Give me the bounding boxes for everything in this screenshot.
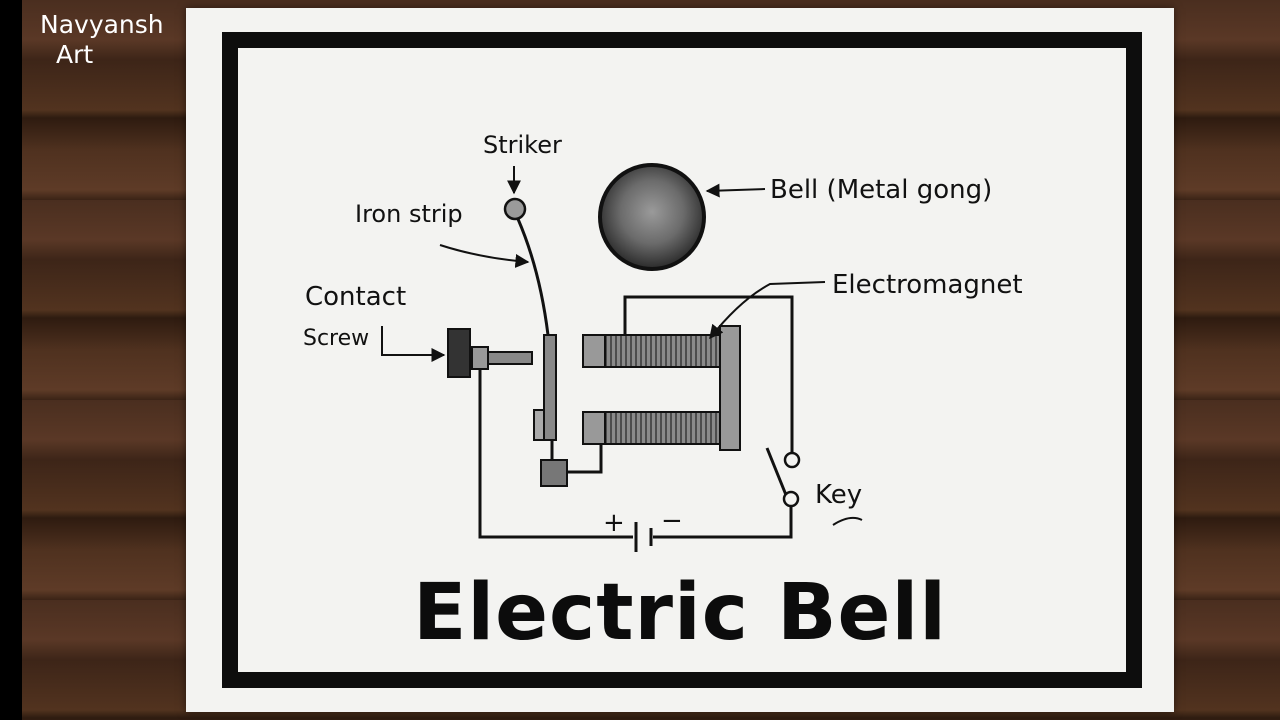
label-contact: Contact (305, 282, 406, 312)
contact-screw-nut (471, 346, 489, 370)
wire-right (653, 506, 793, 539)
bell-pointer (705, 183, 766, 198)
contact-spring (533, 409, 545, 441)
wire-top (623, 295, 794, 452)
iron-strip-pointer (439, 244, 530, 268)
paper-frame (222, 32, 1142, 688)
label-electromagnet: Electromagnet (832, 270, 1023, 300)
coil-bottom (604, 411, 721, 445)
yoke (719, 325, 741, 451)
label-screw: Screw (303, 326, 369, 351)
key-lever (765, 447, 788, 496)
label-iron-strip: Iron strip (355, 200, 463, 228)
key-terminal-bottom (782, 490, 800, 508)
contact-screw-head (447, 328, 471, 378)
watermark: Navyansh Art (40, 10, 164, 70)
terminal-block (540, 459, 568, 487)
contact-screw-shaft (487, 351, 533, 365)
key-terminal-top (783, 451, 801, 469)
bell-gong (598, 163, 706, 271)
label-bell: Bell (Metal gong) (770, 175, 992, 205)
label-striker: Striker (483, 131, 562, 159)
watermark-line1: Navyansh (40, 10, 164, 39)
contact-screw-pointer (381, 326, 446, 362)
wire-left (478, 369, 633, 539)
label-battery-minus: − (661, 506, 683, 536)
wire-terminal (565, 444, 603, 474)
armature (543, 334, 557, 441)
label-key: Key (815, 480, 862, 510)
label-battery-plus: + (603, 508, 625, 538)
key-underline (832, 516, 863, 526)
watermark-line2: Art (56, 40, 94, 69)
coil-top-core (582, 334, 606, 368)
left-border (0, 0, 22, 720)
coil-bottom-core (582, 411, 606, 445)
iron-strip (516, 218, 550, 336)
striker (503, 197, 527, 221)
diagram-title: Electric Bell (413, 568, 947, 658)
electromagnet-pointer (709, 281, 826, 340)
coil-top (604, 334, 721, 368)
